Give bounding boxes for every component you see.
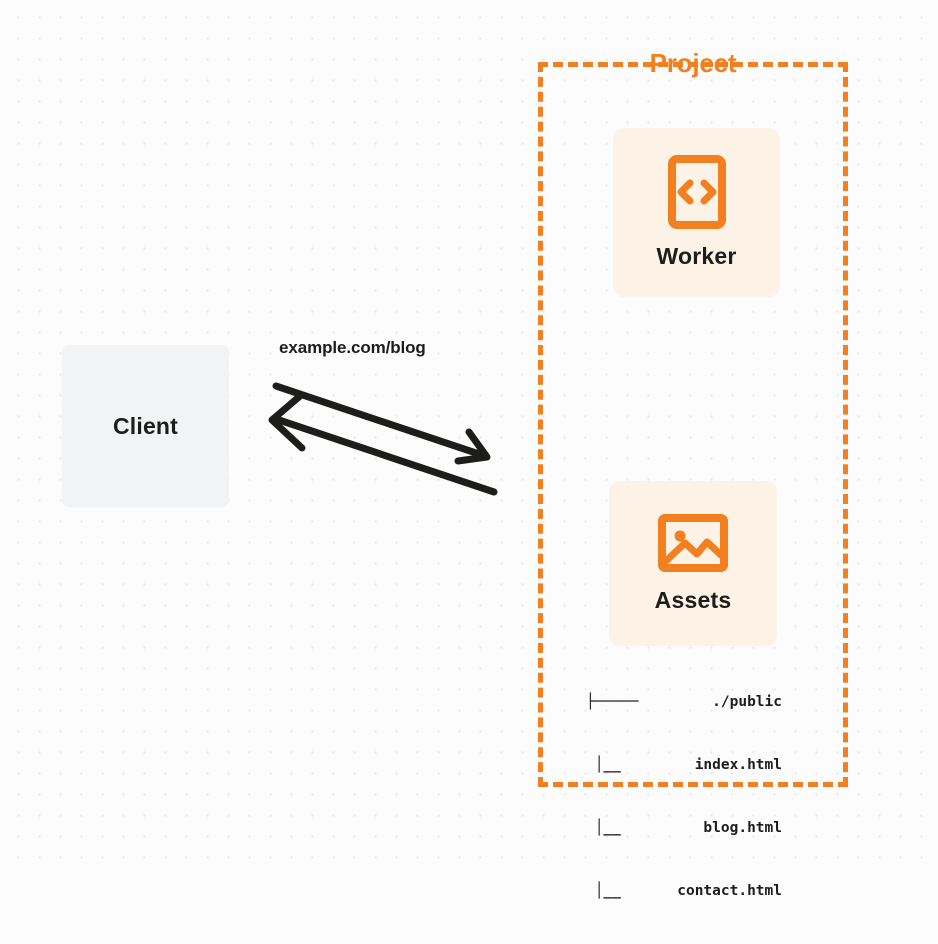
worker-label: Worker <box>656 243 737 269</box>
project-container <box>538 62 848 787</box>
image-picture-icon <box>658 514 728 572</box>
client-node[interactable]: Client <box>62 345 229 507</box>
assets-label: Assets <box>654 587 732 613</box>
file-tree-row: │__ blog.html <box>586 818 782 839</box>
tree-item-name: ./public <box>712 694 782 710</box>
project-title: Project <box>649 48 737 78</box>
response-arrow-icon <box>268 392 498 496</box>
code-brackets-document-icon <box>667 155 726 229</box>
request-url-label: example.com/blog <box>279 338 426 357</box>
file-tree-row: ├───── ./public <box>586 692 782 713</box>
tree-branch-glyph: ├───── <box>586 694 639 710</box>
tree-branch-glyph: │__ <box>594 883 621 899</box>
worker-node[interactable]: Worker <box>613 128 780 297</box>
assets-node[interactable]: Assets <box>609 481 777 646</box>
file-tree-row: │__ index.html <box>586 755 782 776</box>
tree-item-name: contact.html <box>677 883 782 899</box>
tree-branch-glyph: │__ <box>594 757 621 773</box>
client-label: Client <box>112 412 179 439</box>
file-tree-row: │__ contact.html <box>586 881 782 902</box>
tree-branch-glyph: │__ <box>594 820 621 836</box>
diagram-canvas: Client example.com/blog Project Worker <box>0 0 938 899</box>
tree-item-name: index.html <box>694 757 782 773</box>
assets-file-tree: ├───── ./public │__ index.html │__ blog.… <box>586 650 782 944</box>
request-arrow-icon <box>272 382 491 465</box>
tree-item-name: blog.html <box>703 820 782 836</box>
